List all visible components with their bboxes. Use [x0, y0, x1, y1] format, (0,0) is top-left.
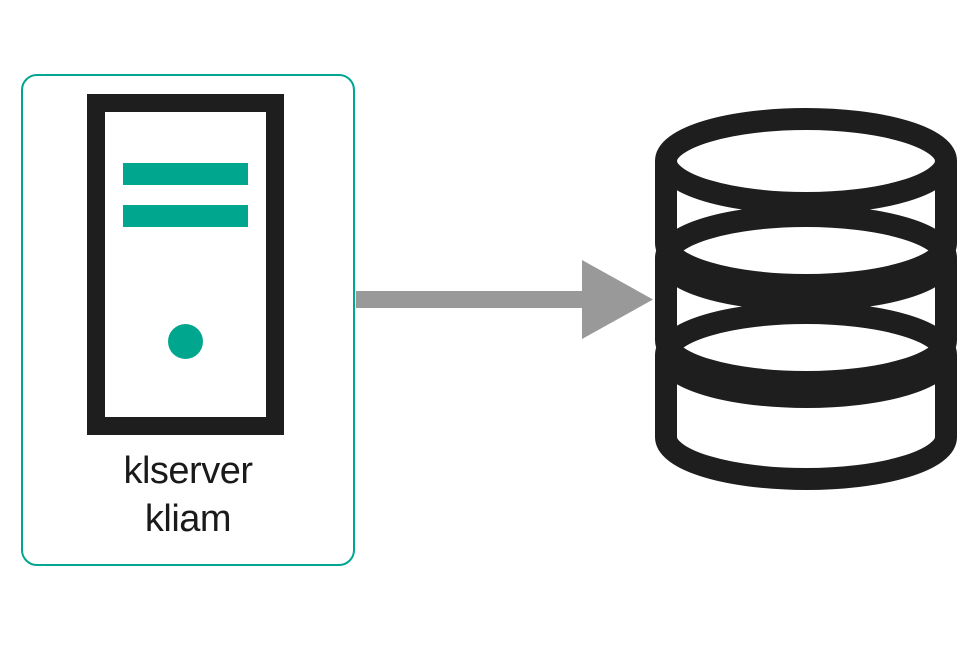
server-label-line-1: klserver [123, 450, 253, 492]
server-tower-icon[interactable] [87, 94, 284, 435]
server-label-line-2: kliam [144, 498, 232, 540]
arrow-head-icon [582, 260, 653, 339]
server-power-led-icon [168, 324, 203, 359]
arrow-shaft [356, 291, 584, 308]
server-drive-bay-icon-2 [123, 205, 248, 227]
database-discs [655, 108, 957, 490]
server-node-label: klserver kliam [21, 447, 355, 543]
database-seam-2 [655, 302, 957, 408]
database-disc-top [655, 161, 957, 296]
database-seam-1 [655, 205, 957, 311]
server-drive-bay-icon-1 [123, 163, 248, 185]
database-disc-bottom [655, 355, 957, 490]
database-disc-middle [655, 258, 957, 393]
database-top-lid [655, 108, 957, 214]
